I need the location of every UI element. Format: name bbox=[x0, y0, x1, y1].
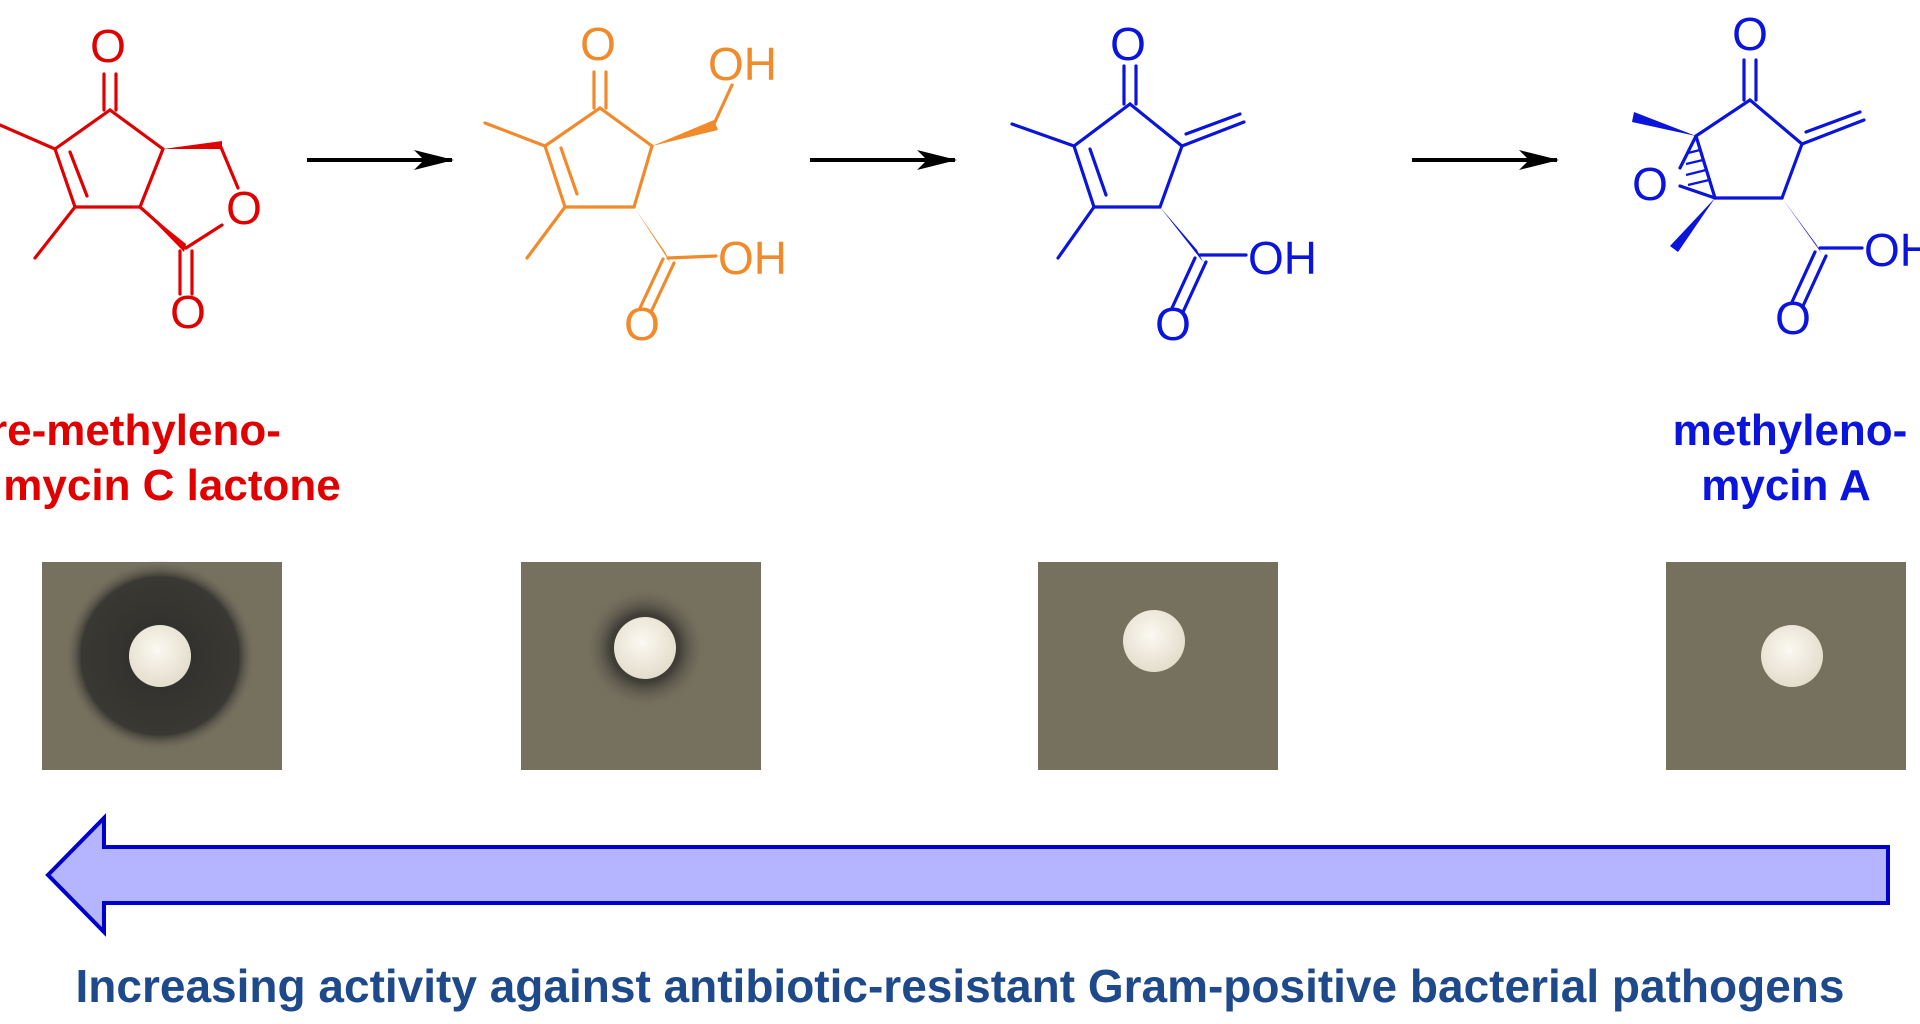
atom-carbonyl-oxygen: O bbox=[170, 286, 206, 338]
compound-intermediate-hydroxymethyl-acid: O OH OH O bbox=[483, 18, 787, 350]
atom-epoxide-oxygen: O bbox=[1632, 158, 1668, 210]
atom-ketone-oxygen: O bbox=[1732, 8, 1768, 60]
plate-photo-4 bbox=[1666, 562, 1906, 770]
atom-ring-oxygen: O bbox=[226, 182, 262, 234]
compound-methylenomycin-c: O OH O bbox=[1010, 18, 1317, 350]
atom-hydroxyl: OH bbox=[708, 38, 777, 90]
compound-name-line2: mycin C lactone bbox=[3, 461, 340, 510]
antibiotic-disc bbox=[129, 625, 191, 687]
atom-acid-hydroxyl: OH bbox=[1248, 232, 1317, 284]
compound-methylenomycin-a: O O OH O bbox=[1632, 8, 1920, 344]
compound-names: pre-methyleno- mycin C lactone methyleno… bbox=[0, 406, 1907, 510]
antibiotic-disc bbox=[614, 617, 676, 679]
compound-name-line1: pre-methyleno- bbox=[0, 406, 281, 455]
compound-pre-methylenomycin-c-lactone: O O O bbox=[0, 20, 262, 338]
activity-caption: Increasing activity against antibiotic-r… bbox=[76, 960, 1845, 1012]
compound-name-line1: methyleno- bbox=[1673, 406, 1908, 455]
compound-name-line2: mycin A bbox=[1701, 461, 1871, 510]
plate-photo-2 bbox=[521, 562, 761, 770]
atom-ketone-oxygen: O bbox=[1110, 18, 1146, 70]
antibiotic-disc bbox=[1761, 625, 1823, 687]
atom-acid-carbonyl-oxygen: O bbox=[624, 298, 660, 350]
increasing-activity-arrow bbox=[45, 813, 1890, 937]
atom-ketone-oxygen: O bbox=[90, 20, 126, 72]
plate-photo-1 bbox=[42, 560, 282, 770]
plate-photo-3 bbox=[1038, 562, 1278, 770]
antibiotic-disc bbox=[1123, 610, 1185, 672]
bioassay-plates bbox=[42, 560, 1906, 770]
atom-acid-carbonyl-oxygen: O bbox=[1155, 298, 1191, 350]
atom-acid-hydroxyl: OH bbox=[1864, 224, 1920, 276]
atom-ketone-oxygen: O bbox=[580, 18, 616, 70]
atom-acid-carbonyl-oxygen: O bbox=[1775, 292, 1811, 344]
atom-acid-hydroxyl: OH bbox=[718, 232, 787, 284]
